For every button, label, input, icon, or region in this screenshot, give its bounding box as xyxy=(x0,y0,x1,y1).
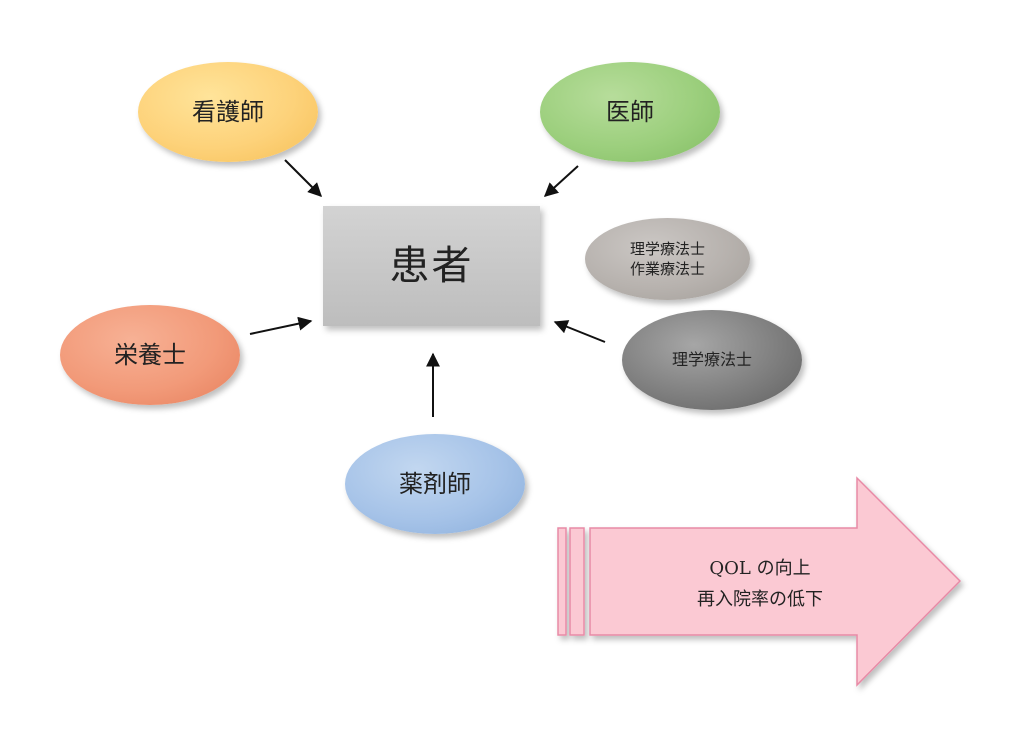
arrow-doctor-to-patient xyxy=(543,165,579,197)
outcome-arrow xyxy=(557,476,962,687)
nutritionist-label: 栄養士 xyxy=(114,340,186,369)
pharmacist-label: 薬剤師 xyxy=(399,469,471,498)
outcome-line-1: QOL の向上 xyxy=(709,558,811,579)
therapists-label: 理学療法士 作業療法士 xyxy=(630,239,705,280)
doctor-node: 医師 xyxy=(540,62,720,162)
nurse-label: 看護師 xyxy=(192,97,264,126)
outcome-line-2: 再入院率の低下 xyxy=(697,588,823,610)
arrow-nurse-to-patient xyxy=(284,159,322,197)
therapists-line-1: 理学療法士 xyxy=(629,239,705,258)
doctor-label: 医師 xyxy=(606,97,654,126)
patient-box: 患者 xyxy=(323,206,540,326)
nutritionist-node: 栄養士 xyxy=(60,305,240,405)
outcome-arrow-stripe-2 xyxy=(569,527,585,636)
arrow-therapist-to-patient xyxy=(553,320,606,343)
patient-label: 患者 xyxy=(389,243,474,289)
outcome-arrow-stripe-1 xyxy=(557,527,567,636)
nurse-node: 看護師 xyxy=(138,62,318,162)
pharmacist-node: 薬剤師 xyxy=(345,434,525,534)
therapists-node: 理学療法士 作業療法士 xyxy=(585,218,750,300)
physical-therapist-node: 理学療法士 xyxy=(622,310,802,410)
arrow-nutritionist-to-patient xyxy=(249,316,313,335)
therapists-line-2: 作業療法士 xyxy=(629,260,705,278)
outcome-text: QOL の向上 再入院率の低下 xyxy=(660,554,860,615)
outcome-arrow-body xyxy=(589,476,962,687)
physical-therapist-label: 理学療法士 xyxy=(671,350,752,370)
